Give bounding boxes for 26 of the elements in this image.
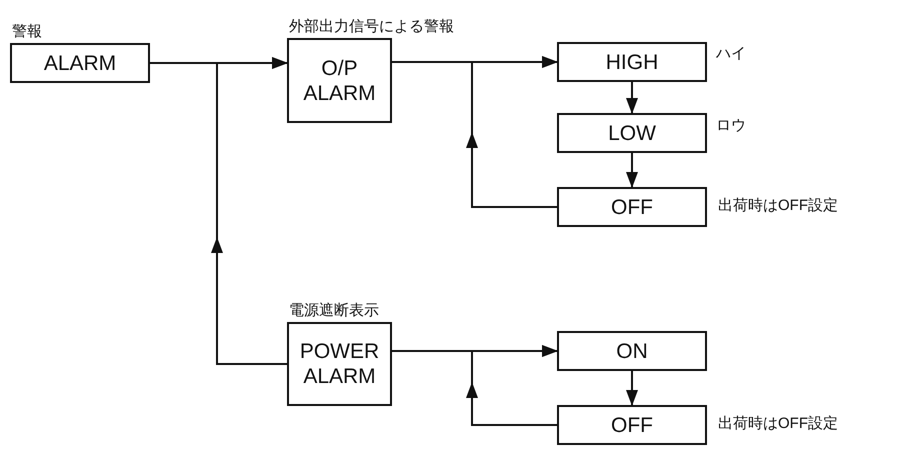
box-label: ON	[616, 338, 648, 364]
arrow	[626, 153, 638, 188]
box-label: ALARM	[44, 50, 116, 76]
note: ロウ	[716, 116, 746, 135]
heading: 電源遮断表示	[289, 301, 379, 320]
process-box	[557, 331, 707, 371]
box-label: POWER ALARM	[298, 339, 380, 389]
process-box	[557, 113, 707, 153]
process-box	[557, 42, 707, 82]
note: 出荷時はOFF設定	[718, 414, 838, 433]
box-label: LOW	[608, 120, 656, 146]
arrow	[211, 57, 288, 365]
arrow	[626, 371, 638, 406]
arrow	[466, 345, 558, 426]
heading: 外部出力信号による警報	[289, 17, 454, 36]
box-label: OFF	[611, 194, 653, 220]
process-box	[557, 405, 707, 445]
arrow	[466, 56, 558, 208]
process-box	[557, 187, 707, 227]
box-label: OFF	[611, 412, 653, 438]
arrow	[626, 82, 638, 114]
box-label: O/P ALARM	[302, 56, 377, 106]
box-label: HIGH	[606, 50, 658, 74]
note: 出荷時はOFF設定	[718, 196, 838, 215]
heading: 警報	[12, 22, 42, 41]
note: ハイ	[716, 44, 746, 63]
